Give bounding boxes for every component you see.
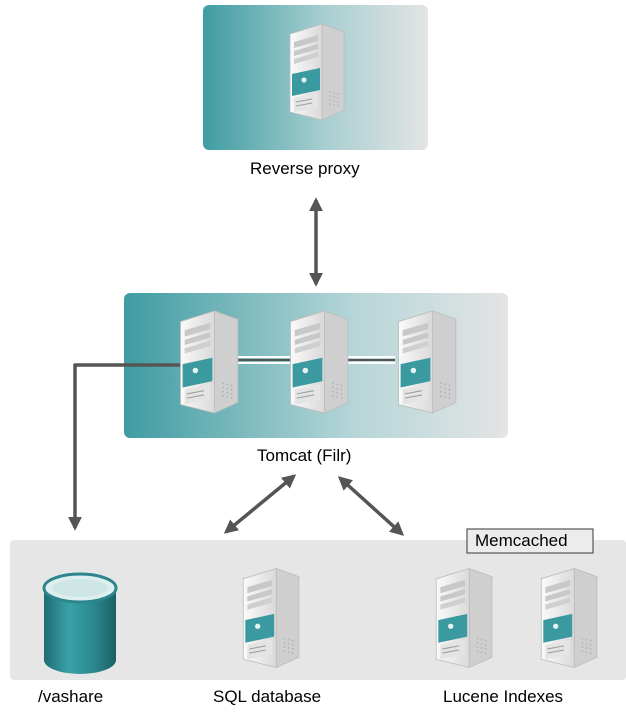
arrow-tomcat-lucene	[337, 476, 405, 536]
memcached-label: Memcached	[475, 531, 568, 550]
vashare-label: /vashare	[38, 687, 104, 706]
lucene-server-icon-1	[435, 567, 493, 669]
arrow-tomcat-sql	[223, 474, 297, 534]
tomcat-server-icon-1	[179, 310, 239, 414]
sql-database-label: SQL database	[213, 687, 322, 706]
tomcat-label: Tomcat (Filr)	[257, 446, 352, 465]
tomcat-server-icon-2	[289, 310, 349, 414]
sql-server-icon	[242, 567, 300, 669]
storage-cylinder-icon	[42, 572, 118, 674]
reverse-proxy-server-icon	[289, 23, 345, 121]
lucene-server-icon-2	[540, 567, 598, 669]
reverse-proxy-label: Reverse proxy	[250, 159, 360, 178]
tomcat-server-icon-3	[397, 310, 457, 414]
vashare-connector	[68, 363, 182, 531]
lucene-indexes-label: Lucene Indexes	[443, 687, 564, 706]
memcached-box	[466, 528, 594, 554]
